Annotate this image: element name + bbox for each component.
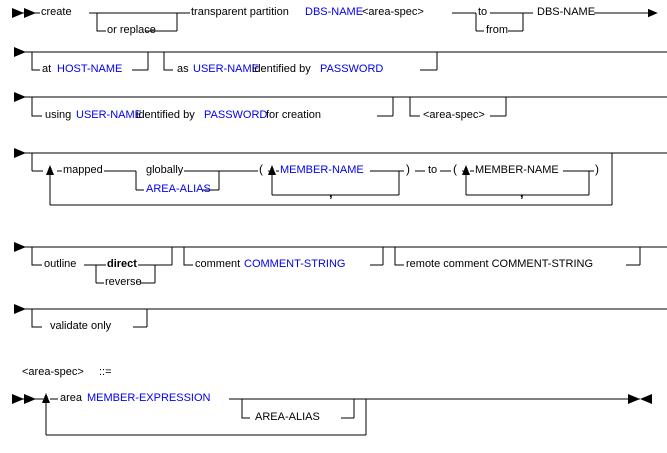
production-lhs: <area-spec> bbox=[22, 366, 84, 378]
token-paren-close-2: ) bbox=[595, 162, 599, 176]
token-create[interactable]: create bbox=[41, 6, 72, 18]
token-member-name-1[interactable]: MEMBER-NAME bbox=[280, 164, 364, 176]
token-user-name-2[interactable]: USER-NAME bbox=[76, 109, 143, 121]
token-globally[interactable]: globally bbox=[146, 164, 184, 176]
token-remote-comment[interactable]: remote comment COMMENT-STRING bbox=[406, 258, 594, 270]
token-area-alias-2[interactable]: AREA-ALIAS bbox=[255, 411, 320, 423]
token-dbs-name-2[interactable]: DBS-NAME bbox=[537, 6, 596, 18]
token-password-2[interactable]: PASSWORD bbox=[204, 109, 268, 121]
token-identified-by-2[interactable]: identified by bbox=[136, 109, 195, 121]
production-assign: ::= bbox=[99, 366, 112, 378]
token-mapped[interactable]: mapped bbox=[63, 164, 103, 176]
token-for-creation[interactable]: for creation bbox=[266, 109, 322, 121]
token-area-spec-ref-1[interactable]: <area-spec> bbox=[362, 6, 424, 18]
token-at[interactable]: at bbox=[42, 63, 52, 75]
token-transparent-partition[interactable]: transparent partition bbox=[191, 6, 289, 18]
token-identified-by-1[interactable]: identified by bbox=[252, 63, 311, 75]
token-paren-open-2: ( bbox=[453, 162, 457, 176]
token-host-name[interactable]: HOST-NAME bbox=[57, 63, 123, 75]
token-dbs-name-1[interactable]: DBS-NAME bbox=[305, 6, 364, 18]
token-validate-only[interactable]: validate only bbox=[50, 320, 112, 332]
token-to[interactable]: to bbox=[478, 6, 488, 18]
token-reverse[interactable]: reverse bbox=[105, 276, 142, 288]
token-user-name-1[interactable]: USER-NAME bbox=[193, 63, 260, 75]
token-to-2[interactable]: to bbox=[428, 164, 438, 176]
token-comment-string-1[interactable]: COMMENT-STRING bbox=[244, 258, 346, 270]
token-member-expression[interactable]: MEMBER-EXPRESSION bbox=[87, 392, 211, 404]
token-using[interactable]: using bbox=[45, 109, 72, 121]
token-comma-2: , bbox=[520, 185, 524, 200]
token-as[interactable]: as bbox=[177, 63, 189, 75]
token-direct[interactable]: direct bbox=[107, 258, 137, 270]
token-or-replace[interactable]: or replace bbox=[107, 24, 156, 36]
token-member-name-2[interactable]: MEMBER-NAME bbox=[475, 164, 559, 176]
token-comment[interactable]: comment bbox=[195, 258, 241, 270]
token-from[interactable]: from bbox=[486, 24, 508, 36]
token-area[interactable]: area bbox=[60, 392, 83, 404]
token-outline[interactable]: outline bbox=[44, 258, 77, 270]
token-paren-open-1: ( bbox=[259, 162, 263, 176]
token-area-spec-ref-2[interactable]: <area-spec> bbox=[423, 109, 485, 121]
token-password-1[interactable]: PASSWORD bbox=[320, 63, 384, 75]
token-area-alias-1[interactable]: AREA-ALIAS bbox=[146, 183, 211, 195]
token-paren-close-1: ) bbox=[406, 162, 410, 176]
token-comma-1: , bbox=[329, 185, 333, 200]
